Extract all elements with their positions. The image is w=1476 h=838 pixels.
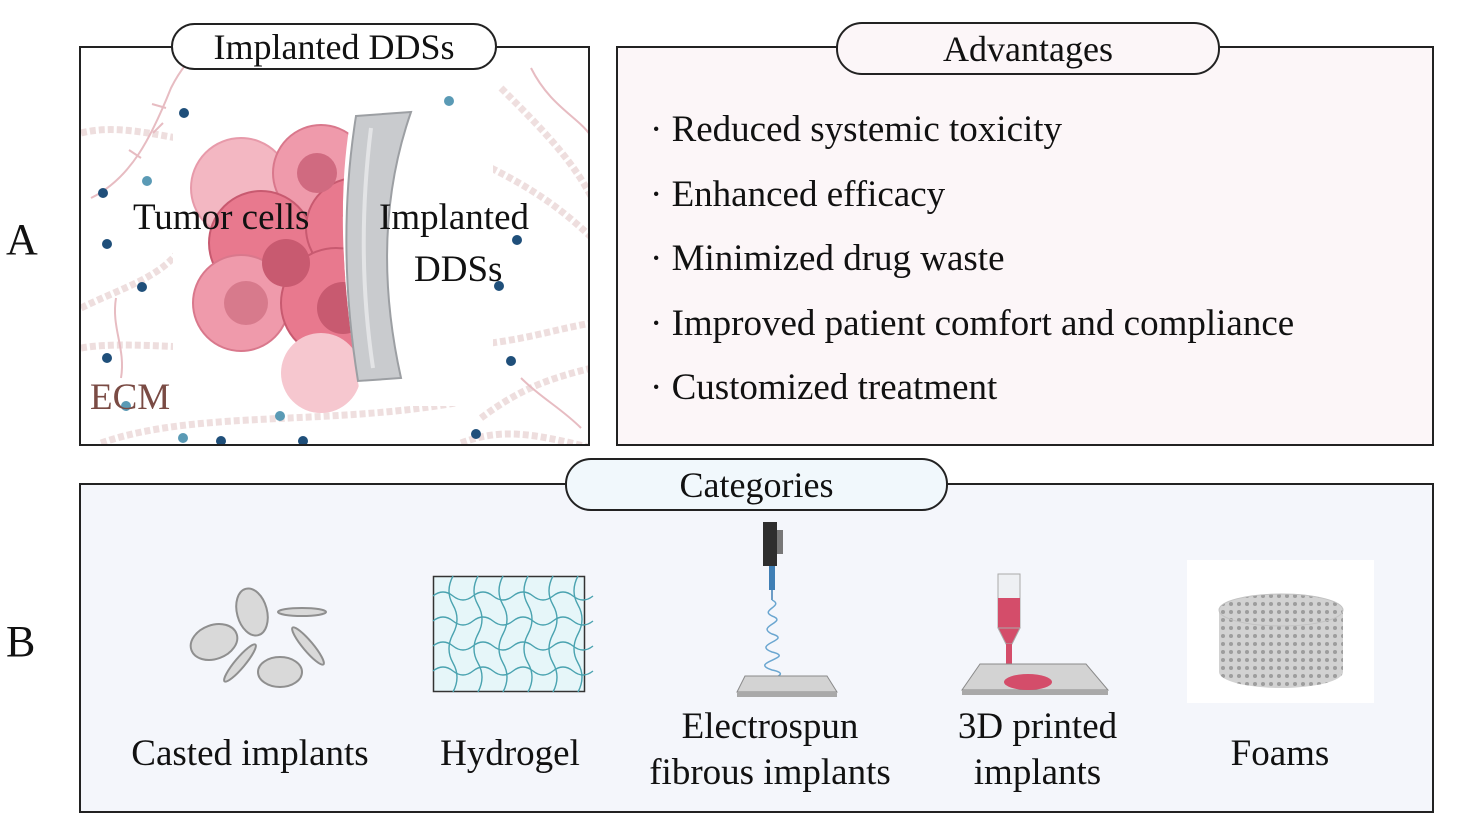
3d-printer-nozzle-icon xyxy=(961,573,1110,695)
category-hydrogel: Hydrogel xyxy=(440,733,580,774)
category-3d-printed-line1: 3D printed xyxy=(957,706,1118,747)
ecm-label: ECM xyxy=(90,377,171,418)
implanted-ddss-title-pill: Implanted DDSs xyxy=(171,23,497,70)
casted-discs-icon xyxy=(189,587,327,688)
category-electrospun-line1: Electrospun xyxy=(681,706,859,747)
advantage-item: · Customized treatment xyxy=(650,367,998,408)
advantage-item: · Improved patient comfort and complianc… xyxy=(650,303,1295,344)
bullet: · xyxy=(650,174,663,215)
bullet: · xyxy=(650,303,663,344)
category-foams: Foams xyxy=(1230,733,1330,774)
panel-letter-a: A xyxy=(6,215,38,264)
categories-title-pill: Categories xyxy=(565,458,948,511)
bullet: · xyxy=(650,109,663,150)
bullet: · xyxy=(650,238,663,279)
ecm-illustration xyxy=(81,48,588,444)
tumor-cells-label: Tumor cells xyxy=(133,197,310,238)
category-3d-printed-line2: implants xyxy=(973,752,1102,793)
foam-cylinder-icon xyxy=(1218,593,1344,688)
implanted-ddss-illustration-box: Tumor cells Implanted DDSs ECM xyxy=(79,46,590,446)
advantages-title-pill: Advantages xyxy=(836,22,1220,75)
implant-film xyxy=(345,110,413,383)
implanted-ddss-label-line1: Implanted xyxy=(379,197,530,238)
advantage-item: · Enhanced efficacy xyxy=(650,174,946,215)
implanted-ddss-label-line2: DDSs xyxy=(414,249,503,290)
bullet: · xyxy=(650,367,663,408)
advantage-item: · Minimized drug waste xyxy=(650,238,1005,279)
category-electrospun-line2: fibrous implants xyxy=(649,752,891,793)
electrospinning-icon xyxy=(736,522,838,697)
foam-image-frame xyxy=(1187,560,1374,703)
advantages-box xyxy=(616,46,1434,446)
category-casted-implants: Casted implants xyxy=(131,733,369,774)
hydrogel-mesh-icon xyxy=(432,575,594,693)
advantage-item: · Reduced systemic toxicity xyxy=(650,109,1063,150)
drug-particles xyxy=(98,96,522,444)
panel-letter-b: B xyxy=(6,617,36,666)
